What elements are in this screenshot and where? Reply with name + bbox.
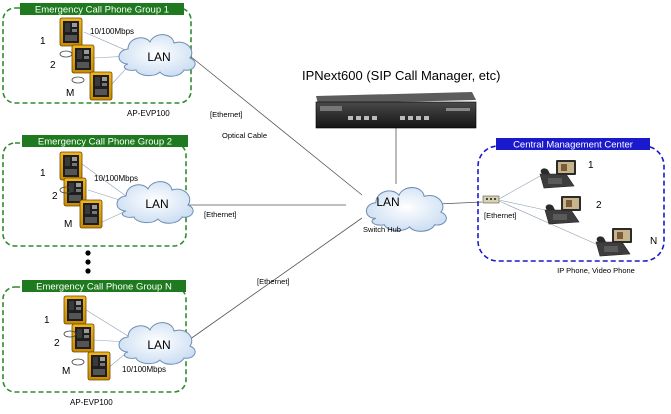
phone-group-2: Emergency Call Phone Group 2 1 2 M 10/10… — [2, 135, 194, 247]
center-caption: IP Phone, Video Phone — [557, 266, 635, 275]
emergency-phone-icon — [63, 295, 87, 325]
center-header — [496, 138, 650, 150]
emergency-phone-icon — [71, 44, 95, 74]
center-phone-1-label: 1 — [588, 160, 594, 171]
emergency-phone-icon — [59, 17, 83, 47]
group-2-row-2-label: 2 — [52, 191, 58, 202]
group-n-header — [22, 280, 186, 292]
group-2-row-1-label: 1 — [40, 168, 46, 179]
hub-label: Switch Hub — [363, 225, 401, 234]
group-1-header — [20, 3, 184, 15]
emergency-phone-icon — [71, 323, 95, 353]
group-n-model: AP-EVP100 — [70, 398, 113, 407]
ipnext600-server: IPNext600 (SIP Call Manager, etc) — [302, 68, 500, 129]
group-1-row-2-label: 2 — [50, 60, 56, 71]
group-1-model: AP-EVP100 — [127, 109, 170, 118]
group-n-row-2-label: 2 — [54, 338, 60, 349]
phone-group-n: Emergency Call Phone Group N 1 2 M 10/10… — [2, 280, 196, 393]
emergency-phone-icon — [59, 151, 83, 181]
group-2-title: Emergency Call Phone Group 2 — [38, 137, 172, 148]
group-1-speed: 10/100Mbps — [90, 27, 134, 36]
emergency-phone-icon — [79, 199, 103, 229]
video-phone-icon — [595, 227, 633, 257]
group-2-row-m-label: M — [64, 219, 72, 230]
group-1-ethernet-label: [Ethernet] — [210, 110, 243, 119]
group-1-title: Emergency Call Phone Group 1 — [35, 5, 169, 16]
group-n-ethernet-label: [Ethernet] — [257, 277, 290, 286]
center-switch-icon — [482, 195, 500, 204]
group-2-header — [22, 135, 188, 147]
center-title: Central Management Center — [513, 140, 633, 151]
group-1-optical-label: Optical Cable — [222, 131, 267, 140]
switch-hub: LAN Switch Hub — [363, 187, 447, 234]
center-ethernet-label: [Ethernet] — [484, 211, 517, 220]
server-label: IPNext600 (SIP Call Manager, etc) — [302, 68, 500, 83]
group-n-lan-label: LAN — [147, 338, 170, 352]
video-phone-icon — [544, 195, 582, 225]
group-n-title: Emergency Call Phone Group N — [36, 282, 172, 293]
group-1-lan-label: LAN — [147, 50, 170, 64]
group-1-row-1-label: 1 — [40, 36, 46, 47]
link-group1-to-hub — [189, 55, 363, 196]
link-groupn-to-hub — [185, 217, 363, 343]
center-phone-2-label: 2 — [596, 200, 602, 211]
phone-group-1: Emergency Call Phone Group 1 1 2 M 10/10… — [2, 3, 196, 104]
center-phone-n-label: N — [650, 236, 657, 247]
hub-lan-label: LAN — [376, 195, 399, 209]
group-2-lan-label: LAN — [145, 197, 168, 211]
server-icon — [315, 92, 477, 129]
group-n-speed: 10/100Mbps — [122, 365, 166, 374]
video-phone-icon — [539, 159, 577, 189]
group-n-row-1-label: 1 — [44, 315, 50, 326]
group-n-row-m-label: M — [62, 366, 70, 377]
emergency-phone-icon — [89, 71, 113, 101]
more-groups-ellipsis — [85, 250, 91, 274]
group-2-ethernet-label: [Ethernet] — [204, 210, 237, 219]
central-management-center: Central Management Center [Ethernet] 1 2… — [477, 138, 665, 275]
emergency-phone-icon — [87, 351, 111, 381]
group-1-row-m-label: M — [66, 88, 74, 99]
group-2-speed: 10/100Mbps — [94, 174, 138, 183]
